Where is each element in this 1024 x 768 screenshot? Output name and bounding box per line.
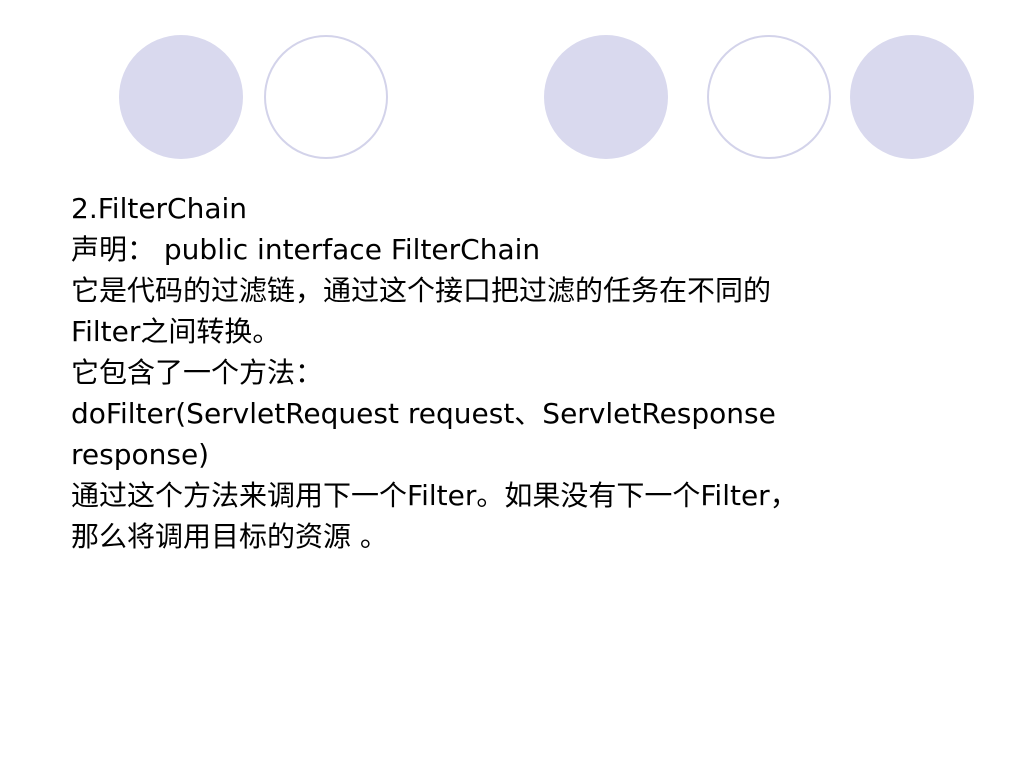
- decorative-circle-filled: [544, 35, 668, 159]
- decorative-circle-filled: [119, 35, 243, 159]
- declaration-line: 声明： public interface FilterChain: [71, 233, 541, 266]
- method-signature-line-continued: response): [71, 438, 210, 471]
- method-description-line: 通过这个方法来调用下一个Filter。如果没有下一个Filter，: [71, 479, 798, 512]
- description-line-continued: Filter之间转换。: [71, 315, 281, 348]
- method-intro-line: 它包含了一个方法：: [71, 356, 324, 389]
- decorative-circle-filled: [850, 35, 974, 159]
- method-signature-line: doFilter(ServletRequest request、ServletR…: [71, 397, 776, 430]
- description-line: 它是代码的过滤链，通过这个接口把过滤的任务在不同的: [71, 274, 772, 307]
- heading-line: 2.FilterChain: [71, 192, 248, 225]
- method-description-line-continued: 那么将调用目标的资源 。: [71, 520, 388, 553]
- decorative-circle-outline: [264, 35, 388, 159]
- slide-body-text: 2.FilterChain 声明： public interface Filte…: [71, 188, 951, 557]
- decorative-circle-outline: [707, 35, 831, 159]
